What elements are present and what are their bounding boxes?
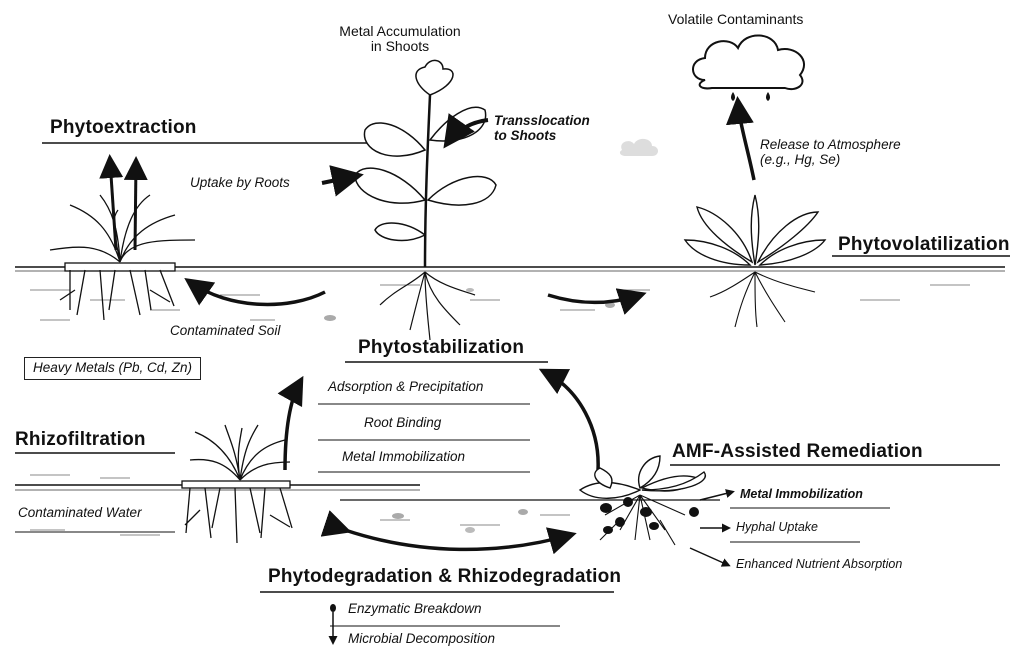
- stabilization-item-2: Root Binding: [364, 416, 441, 431]
- phytoextraction-plant: [50, 195, 195, 320]
- volatile-contaminants-label: Volatile Contaminants: [668, 12, 803, 27]
- phytoextraction-arrow-2: [135, 162, 136, 250]
- amf-arrow-3: [690, 548, 728, 565]
- amf-item-3: Enhanced Nutrient Absorption: [736, 558, 902, 572]
- faint-cloud-icon: [620, 139, 658, 156]
- phytostabilization-title: Phytostabilization: [358, 338, 524, 359]
- degradation-arrows: [330, 604, 336, 642]
- contaminated-water-label: Contaminated Water: [18, 506, 142, 521]
- stabilization-item-1: Adsorption & Precipitation: [328, 380, 483, 395]
- phytovolatilization-title: Phytovolatilization: [838, 235, 1010, 256]
- amf-to-stabilization-arrow: [545, 372, 598, 470]
- translocation-label: Transslocation to Shoots: [494, 114, 590, 144]
- stabilization-item-3: Metal Immobilization: [342, 450, 465, 465]
- rhizo-to-stabilization-arrow: [285, 382, 300, 470]
- top-soil-strip: [15, 267, 1005, 321]
- uptake-arrow: [322, 176, 356, 183]
- rhizofiltration-plant: [182, 425, 292, 543]
- uptake-roots-label: Uptake by Roots: [190, 176, 290, 191]
- mycorrhizal-nodules: [600, 497, 699, 534]
- cloud-icon: [693, 35, 804, 101]
- degradation-double-arrow: [345, 530, 570, 549]
- soil-to-extraction-arrow: [190, 282, 325, 304]
- amf-title: AMF-Assisted Remediation: [672, 442, 923, 463]
- volatilization-plant: [685, 195, 825, 327]
- amf-arrow-1: [700, 492, 732, 500]
- metal-accumulation-label: Metal Accumulation in Shoots: [325, 24, 475, 55]
- soil-to-volatilization-arrow: [548, 295, 640, 303]
- contaminated-soil-label: Contaminated Soil: [170, 324, 280, 339]
- release-label: Release to Atmosphere (e.g., Hg, Se): [760, 138, 901, 168]
- heavy-metals-box: Heavy Metals (Pb, Cd, Zn): [24, 357, 201, 380]
- rhizofiltration-title: Rhizofiltration: [15, 430, 146, 451]
- amf-item-1: Metal Immobilization: [740, 488, 863, 502]
- amf-item-2: Hyphal Uptake: [736, 521, 818, 535]
- degradation-item-2: Microbial Decomposition: [348, 632, 495, 647]
- phytodegradation-title: Phytodegradation & Rhizodegradation: [268, 567, 621, 588]
- central-plant: [355, 60, 496, 340]
- degradation-item-1: Enzymatic Breakdown: [348, 602, 482, 617]
- phytoextraction-arrow-1: [110, 160, 116, 250]
- release-arrow: [738, 103, 754, 180]
- phytoextraction-title: Phytoextraction: [50, 118, 197, 139]
